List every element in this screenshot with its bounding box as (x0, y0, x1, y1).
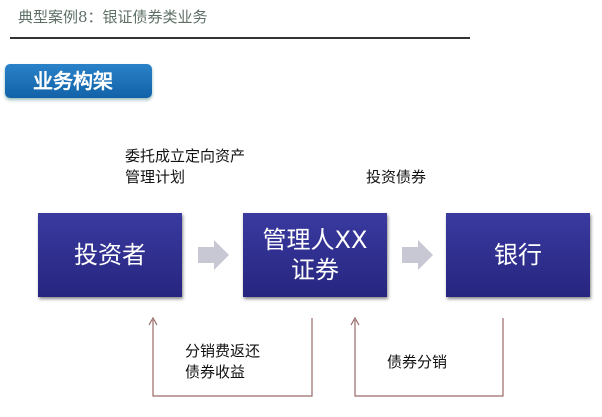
node-label: 管理人XX (262, 226, 368, 254)
arrow-right-icon (198, 240, 229, 270)
label-line: 分销费返还 (185, 342, 261, 360)
label-invest-bonds: 投资债券 (366, 167, 426, 188)
label-line: 投资债券 (366, 168, 427, 186)
label-fee-return: 分销费返还 债券收益 (185, 341, 260, 383)
slide-title: 典型案例8：银证债券类业务 (18, 8, 208, 26)
node-label: 投资者 (74, 241, 146, 269)
arrowhead-up-icon (350, 316, 360, 326)
title-divider (10, 37, 470, 39)
label-entrust: 委托成立定向资产 管理计划 (125, 146, 245, 188)
return-arrow-left (152, 318, 313, 397)
node-label: 银行 (494, 241, 542, 269)
label-bond-distribution: 债券分销 (387, 352, 447, 373)
return-arrow-right (354, 318, 504, 397)
node-bank: 银行 (446, 213, 590, 297)
label-line: 管理计划 (125, 168, 186, 186)
section-badge: 业务构架 (5, 64, 152, 98)
label-line: 委托成立定向资产 (125, 147, 246, 165)
arrow-right-icon (402, 240, 433, 270)
node-investor: 投资者 (38, 213, 182, 297)
label-line: 债券分销 (387, 353, 448, 371)
node-label: 证券 (290, 256, 339, 284)
arrowhead-up-icon (148, 316, 158, 326)
label-line: 债券收益 (185, 363, 246, 381)
